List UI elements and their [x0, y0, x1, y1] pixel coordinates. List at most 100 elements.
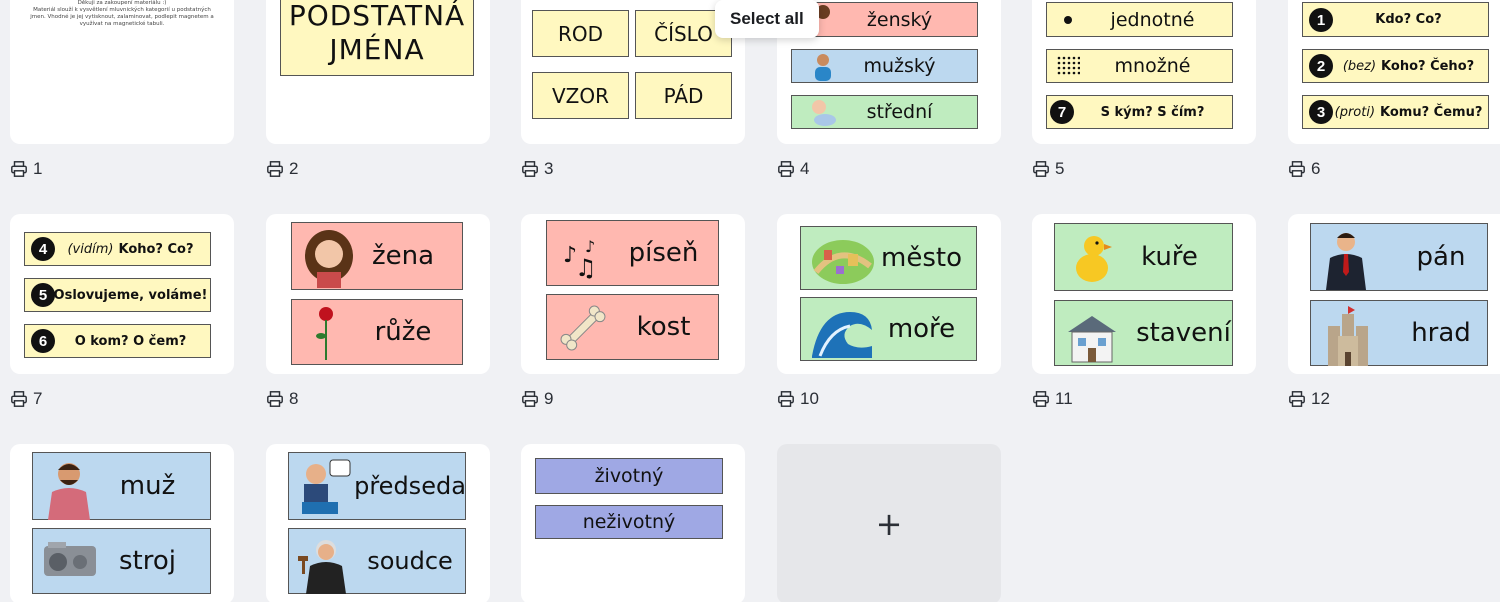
- printer-icon: [1288, 390, 1306, 408]
- chick-icon: [1076, 236, 1112, 282]
- speaker-icon: [302, 459, 351, 514]
- intro-line: Materiál slouží k vysvětlení mluvnických…: [33, 7, 211, 13]
- page-thumbnail-10[interactable]: město moře: [777, 214, 1001, 374]
- printer-icon: [521, 160, 539, 178]
- intro-line: Děkuji za zakoupení materiálu :): [77, 0, 167, 6]
- town-map-icon: [812, 240, 874, 284]
- tile-nezivotny: neživotný: [535, 505, 723, 539]
- case-question: Koho? Čeho?: [1381, 58, 1475, 74]
- intro-line: jmen. Vhodné je jej vytisknout, zalamino…: [30, 14, 214, 20]
- case-badge-5: 5: [31, 283, 55, 307]
- page-number-label: 11: [1055, 389, 1073, 408]
- tile-s-kym: S kým? S čím?: [1046, 95, 1233, 129]
- tile-jednotne: jednotné: [1046, 2, 1233, 37]
- page-number-3: 3: [521, 159, 553, 179]
- page-number-label: 10: [800, 389, 819, 408]
- case-badge-1: 1: [1309, 8, 1333, 32]
- page-thumbnail-5[interactable]: jednotné množné S kým? S čím? 7: [1032, 0, 1256, 144]
- case-prefix: (proti): [1334, 104, 1376, 120]
- page-number-11: 11: [1032, 389, 1073, 409]
- page-number-9: 9: [521, 389, 553, 409]
- tile-zivotny: životný: [535, 458, 723, 494]
- page-number-5: 5: [1032, 159, 1064, 179]
- case-question: Oslovujeme, voláme!: [53, 287, 208, 303]
- tile-vzor: VZOR: [532, 72, 629, 119]
- plus-icon: +: [875, 505, 903, 543]
- machine-icon: [44, 542, 96, 576]
- page-thumbnail-4[interactable]: ženský mužský střední: [777, 0, 1001, 144]
- printer-icon: [266, 160, 284, 178]
- page-number-label: 3: [544, 159, 554, 178]
- page-thumbnail-13[interactable]: muž stroj: [10, 444, 234, 602]
- girl-icon: [816, 5, 830, 19]
- man-icon: [48, 463, 90, 520]
- page-thumbnail-6[interactable]: Kdo? Co? 1 (bez)Koho? Čeho? 2 (proti)Kom…: [1288, 0, 1500, 144]
- music-notes-icon: ♪♫♪: [563, 237, 597, 280]
- printer-icon: [777, 160, 795, 178]
- word-tile-mesto: město: [800, 226, 977, 290]
- page-thumbnail-8[interactable]: žena růže: [266, 214, 490, 374]
- tile-pad: PÁD: [635, 72, 732, 119]
- case-question: Kdo? Co?: [1375, 12, 1442, 27]
- page-number-label: 8: [289, 389, 299, 408]
- case-prefix: (bez): [1342, 58, 1377, 74]
- printer-icon: [1032, 390, 1050, 408]
- case-badge-6: 6: [31, 329, 55, 353]
- case-badge-2: 2: [1309, 54, 1333, 78]
- page-number-6: 6: [1288, 159, 1320, 179]
- printer-icon: [1288, 160, 1306, 178]
- select-all-tooltip[interactable]: Select all: [715, 0, 819, 38]
- page-thumbnail-12[interactable]: pán hrad: [1288, 214, 1500, 374]
- page-thumbnail-11[interactable]: kuře stavení: [1032, 214, 1256, 374]
- page-number-label: 6: [1311, 159, 1321, 178]
- page-thumbnail-15[interactable]: životný neživotný: [521, 444, 745, 602]
- case-row-5: Oslovujeme, voláme!: [24, 278, 211, 312]
- page-thumbnail-9[interactable]: píseň ♪♫♪ kost: [521, 214, 745, 374]
- word-tile-pisen: píseň: [546, 220, 719, 286]
- page-thumbnail-14[interactable]: předseda soudce: [266, 444, 490, 602]
- page-thumbnail-1[interactable]: Děkuji za zakoupení materiálu :) Materiá…: [10, 0, 234, 144]
- rose-icon: [316, 307, 333, 360]
- many-dots-icon: [1057, 56, 1080, 75]
- case-row-6: O kom? O čem?: [24, 324, 211, 358]
- page-number-2: 2: [266, 159, 298, 179]
- castle-icon: [1328, 306, 1368, 366]
- svg-text:♪: ♪: [563, 243, 577, 268]
- printer-icon: [10, 390, 28, 408]
- gentleman-icon: [1326, 233, 1366, 290]
- tile-rod: ROD: [532, 10, 629, 57]
- case-badge-7: 7: [1050, 100, 1074, 124]
- page-number-1: 1: [10, 159, 42, 179]
- add-page-button[interactable]: +: [777, 444, 1001, 602]
- judge-icon: [298, 540, 346, 594]
- page-number-label: 4: [800, 159, 810, 178]
- case-row-3: (proti)Komu? Čemu?: [1302, 95, 1489, 129]
- word-tile-stroj: stroj: [32, 528, 211, 594]
- case-question: Koho? Co?: [118, 241, 194, 257]
- single-dot-icon: [1064, 16, 1072, 24]
- word-tile-ruze: růže: [291, 299, 463, 365]
- baby-icon: [812, 100, 836, 126]
- boy-icon: [815, 54, 831, 81]
- page-number-7: 7: [10, 389, 42, 409]
- case-row-2: (bez)Koho? Čeho?: [1302, 49, 1489, 83]
- page-thumbnail-7[interactable]: (vidím)Koho? Co? 4 Oslovujeme, voláme! 5…: [10, 214, 234, 374]
- page-thumbnail-3[interactable]: ROD ČÍSLO VZOR PÁD: [521, 0, 745, 144]
- case-row-4: (vidím)Koho? Co?: [24, 232, 211, 266]
- printer-icon: [777, 390, 795, 408]
- page-thumbnail-2[interactable]: PODSTATNÁ JMÉNA: [266, 0, 490, 144]
- case-badge-4: 4: [31, 237, 55, 261]
- page-number-10: 10: [777, 389, 819, 409]
- page-number-8: 8: [266, 389, 298, 409]
- page-number-label: 9: [544, 389, 554, 408]
- printer-icon: [266, 390, 284, 408]
- page-number-label: 12: [1311, 389, 1330, 408]
- case-badge-3: 3: [1309, 100, 1333, 124]
- page-number-label: 2: [289, 159, 299, 178]
- intro-text: Děkuji za zakoupení materiálu :) Materiá…: [10, 0, 234, 28]
- case-question: Komu? Čemu?: [1380, 104, 1483, 120]
- printer-icon: [521, 390, 539, 408]
- intro-line: využívat na magnetické tabuli.: [79, 21, 165, 27]
- title-tile: PODSTATNÁ JMÉNA: [280, 0, 474, 76]
- title-line: PODSTATNÁ: [288, 0, 466, 32]
